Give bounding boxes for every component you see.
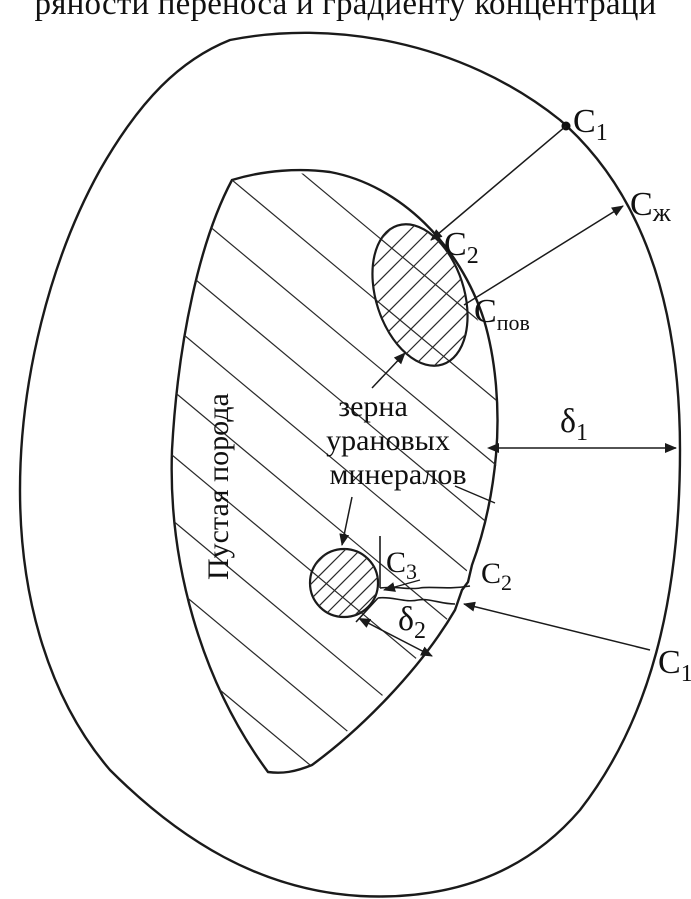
label-c1-top: C1 [573,103,608,146]
grains-label: зерна урановых минералов [326,390,466,491]
rock-hatching [130,0,520,899]
c1-top-arrow [431,122,571,241]
grain-bottom-pointer [342,497,352,545]
label-c2-top: C2 [444,226,479,269]
label-c-surface: Cпов [474,293,530,335]
label-c1-bottom: C1 [658,644,691,687]
c1-bottom-arrow [464,604,650,650]
uranium-grain-bottom [300,530,390,630]
label-delta2: δ2 [398,601,426,644]
grain-top-pointer [372,353,405,388]
label-delta1: δ1 [560,403,588,446]
c-liquid-arrow [464,206,623,305]
svg-text:минералов: минералов [329,458,466,491]
svg-text:урановых: урановых [326,424,450,457]
label-gangue: Пустая порода [202,393,235,580]
label-c3: C3 [386,546,417,584]
label-c2-bottom: C2 [481,557,512,595]
label-c-liquid: Cж [630,186,672,227]
svg-text:зерна: зерна [338,390,408,423]
